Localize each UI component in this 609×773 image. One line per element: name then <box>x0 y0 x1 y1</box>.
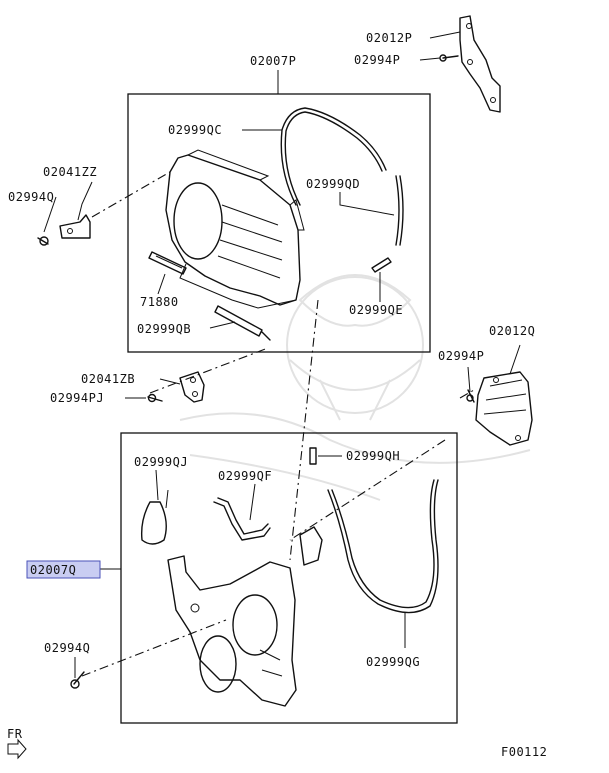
callout-02999QB[interactable]: 02999QB <box>137 322 191 336</box>
callout-02994Q-top[interactable]: 02994Q <box>8 190 54 204</box>
callout-02041ZZ[interactable]: 02041ZZ <box>43 165 97 179</box>
part-71880[interactable] <box>148 251 187 275</box>
seal-02999QJ[interactable] <box>140 489 169 545</box>
seal-02999QD[interactable] <box>395 175 404 246</box>
callout-02999QE[interactable]: 02999QE <box>349 303 403 317</box>
callout-02007Q[interactable]: 02007Q <box>30 563 76 577</box>
bracket-02012P[interactable] <box>459 15 501 113</box>
seal-02999QH[interactable] <box>309 447 317 465</box>
assembly-lines <box>81 171 475 677</box>
callout-02012Q[interactable]: 02012Q <box>489 324 535 338</box>
callout-02012P[interactable]: 02012P <box>366 31 412 45</box>
leader-lines <box>43 31 521 678</box>
front-indicator: FR <box>7 727 27 760</box>
figure-code: F00112 <box>501 745 547 759</box>
lower-cover-box <box>120 432 458 724</box>
watermark-emblem <box>179 274 531 501</box>
callout-02041ZB[interactable]: 02041ZB <box>81 372 135 386</box>
callout-02999QF[interactable]: 02999QF <box>218 469 272 483</box>
callout-02994Q-bottom[interactable]: 02994Q <box>44 641 90 655</box>
seal-02999QB[interactable] <box>214 305 271 341</box>
callout-02999QJ[interactable]: 02999QJ <box>134 455 188 469</box>
callout-02999QC[interactable]: 02999QC <box>168 123 222 137</box>
bracket-02012Q[interactable] <box>475 371 533 446</box>
bolt-02994Q-top[interactable] <box>37 236 49 246</box>
bolt-02994P-right[interactable] <box>466 389 475 403</box>
seal-02999QF[interactable] <box>213 497 271 541</box>
callout-02007P[interactable]: 02007P <box>250 54 296 68</box>
callout-02994P-right[interactable]: 02994P <box>438 349 484 363</box>
bracket-02041ZZ[interactable] <box>59 214 91 239</box>
callouts: 02012P 02994P 02007P 02999QC 02041ZZ 029… <box>8 31 535 669</box>
callout-02994PJ[interactable]: 02994PJ <box>50 391 104 405</box>
seal-02999QC[interactable] <box>280 107 387 206</box>
lower-timing-cover[interactable] <box>167 526 323 707</box>
bolt-02994PJ[interactable] <box>147 393 163 403</box>
callout-02999QG[interactable]: 02999QG <box>366 655 420 669</box>
seal-02999QE[interactable] <box>371 257 392 273</box>
callout-71880[interactable]: 71880 <box>140 295 179 309</box>
bracket-02041ZB[interactable] <box>179 371 205 403</box>
callout-02999QH[interactable]: 02999QH <box>346 449 400 463</box>
upper-cover-box <box>127 93 431 353</box>
callout-02994P-top[interactable]: 02994P <box>354 53 400 67</box>
callout-02999QD[interactable]: 02999QD <box>306 177 360 191</box>
bolt-02994Q-bottom[interactable] <box>70 671 85 689</box>
front-arrow-icon <box>7 738 27 760</box>
upper-timing-cover[interactable] <box>165 149 305 309</box>
bolt-02994P-top[interactable] <box>439 54 459 62</box>
highlight-box <box>26 560 101 579</box>
seal-02999QG[interactable] <box>327 479 439 614</box>
fr-label: FR <box>7 727 23 741</box>
